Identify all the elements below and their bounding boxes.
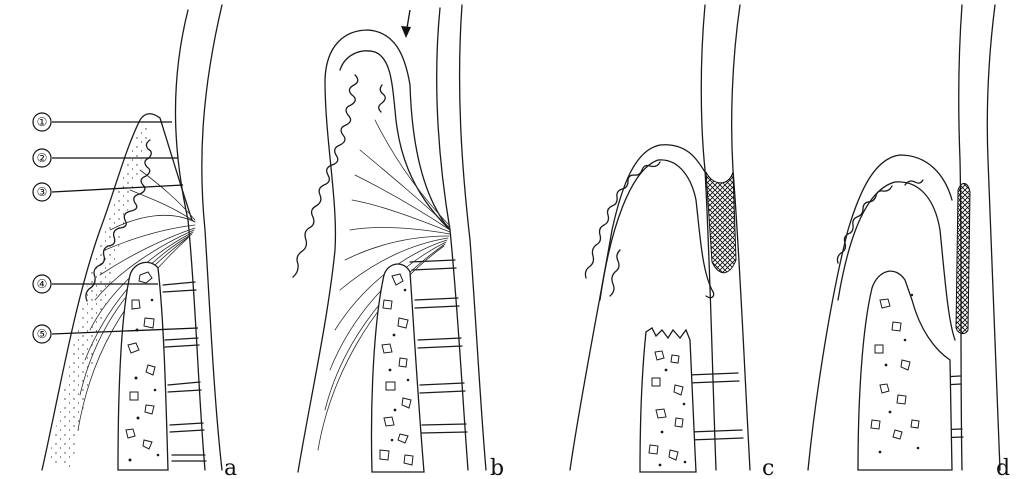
- panel-b: b: [293, 5, 504, 479]
- marker-3: ③: [33, 183, 51, 201]
- marker-1-label: ①: [37, 115, 48, 129]
- epithelial-ridges-c: [585, 162, 660, 278]
- alveolar-bone-c: [640, 328, 696, 472]
- ligament-fibers-a: [163, 282, 206, 461]
- marker-4-label: ④: [37, 277, 48, 291]
- calculus-deposit-c: [706, 172, 736, 273]
- marker-4: ④: [33, 275, 51, 293]
- marker-5: ⑤: [33, 325, 51, 343]
- marker-3-label: ③: [37, 185, 48, 199]
- epithelial-ridge-inner-b: [379, 85, 386, 112]
- panel-c: c: [570, 5, 774, 479]
- marker-1: ①: [33, 113, 51, 131]
- epithelial-ridges-d2: [905, 180, 923, 185]
- panel-a: ① ② ③ ④ ⑤ a: [33, 5, 237, 479]
- alveolar-bone-a: [118, 262, 168, 470]
- arrow-icon: [401, 10, 411, 38]
- tooth-root-surface-a: [202, 5, 222, 470]
- panel-a-label: a: [224, 456, 237, 479]
- marker-5-label: ⑤: [37, 327, 48, 341]
- panel-d-label: d: [996, 456, 1010, 479]
- marker-2-label: ②: [37, 151, 48, 165]
- alveolar-bone-d: [858, 271, 952, 470]
- panel-b-label: b: [490, 456, 504, 479]
- calculus-deposit-d: [956, 183, 970, 333]
- panel-d: d: [808, 5, 1010, 479]
- epithelial-ridges-d: [837, 186, 892, 263]
- alveolar-bone-b: [372, 264, 425, 472]
- epithelial-ridges-c2: [610, 250, 620, 296]
- ligament-fibers-c: [688, 373, 743, 440]
- marker-2: ②: [33, 149, 51, 167]
- tooth-outer-surface-a: [175, 10, 205, 470]
- epithelium-inner-c: [600, 160, 714, 300]
- panel-c-label: c: [762, 456, 774, 479]
- tooth-root-surface-d: [987, 5, 1000, 470]
